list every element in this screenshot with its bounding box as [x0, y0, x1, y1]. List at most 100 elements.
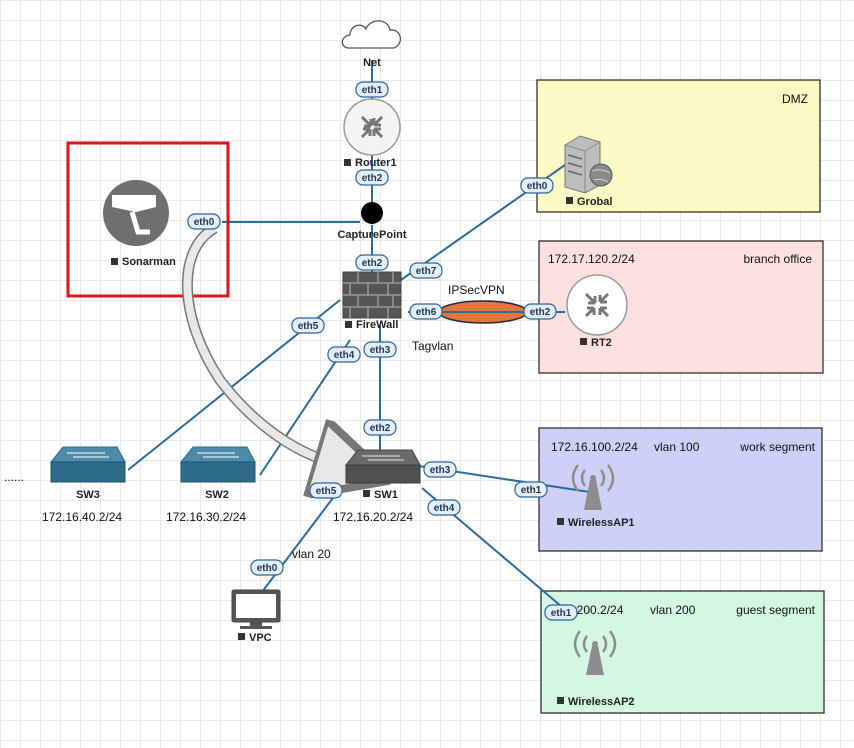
port-label: eth2: [362, 258, 383, 269]
port-label: eth5: [316, 486, 337, 497]
work-segment-vlan: vlan 100: [654, 440, 700, 454]
status-square: [566, 197, 573, 204]
port-label: eth1: [362, 85, 383, 96]
sonarman-node[interactable]: Sonarman: [103, 180, 176, 268]
port-label: eth1: [551, 608, 572, 619]
port-fw-eth5[interactable]: eth5: [291, 317, 325, 334]
capture-point-icon: [361, 202, 383, 224]
sw2-label: SW2: [205, 489, 229, 501]
port-fw-eth3[interactable]: eth3: [363, 341, 397, 358]
net-node[interactable]: Net: [341, 20, 401, 69]
sw1-label: SW1: [374, 489, 398, 501]
port-sonarman-eth0[interactable]: eth0: [187, 213, 221, 230]
capturepoint-label: CapturePoint: [337, 229, 406, 241]
wirelessap1-node[interactable]: WirelessAP1: [557, 464, 635, 529]
wirelessap2-node[interactable]: WirelessAP2: [557, 630, 635, 708]
port-grobal-eth0[interactable]: eth0: [520, 177, 554, 194]
status-square: [557, 697, 564, 704]
sw1-subnet: 172.16.20.2/24: [333, 510, 413, 524]
sw3-node[interactable]: SW3 172.16.40.2/24: [42, 446, 126, 524]
port-net-eth1[interactable]: eth1: [355, 81, 389, 98]
branch-office-title: branch office: [744, 252, 813, 266]
vpc-vlan: vlan 20: [292, 547, 331, 561]
mirror-arrow: [183, 224, 330, 462]
status-square: [363, 490, 370, 497]
capturepoint-node[interactable]: CapturePoint: [337, 202, 407, 241]
guest-segment-zone: 16.200.2/24 vlan 200 guest segment: [540, 590, 825, 714]
port-label: eth5: [298, 321, 319, 332]
work-segment-zone: 172.16.100.2/24 vlan 100 work segment: [538, 427, 823, 552]
server-icon: [564, 135, 613, 194]
wirelessap2-label: WirelessAP2: [568, 696, 635, 708]
port-fw-eth6[interactable]: eth6: [409, 303, 443, 320]
port-label: eth6: [416, 307, 437, 318]
more-switches-ellipsis: ......: [4, 470, 24, 484]
cloud-icon: [341, 20, 401, 49]
work-segment-title: work segment: [739, 440, 815, 454]
dmz-zone-title: DMZ: [782, 92, 808, 106]
router1-node[interactable]: Router1: [343, 98, 401, 169]
branch-office-subnet: 172.17.120.2/24: [548, 252, 635, 266]
wireless-icon: [573, 630, 617, 675]
camera-icon: [103, 180, 169, 246]
port-sw1-eth4[interactable]: eth4: [427, 499, 461, 516]
status-square: [345, 321, 352, 328]
port-label: eth1: [521, 485, 542, 496]
sw3-subnet: 172.16.40.2/24: [42, 510, 122, 524]
grobal-label: Grobal: [577, 196, 612, 208]
tagvlan-label: Tagvlan: [412, 339, 453, 353]
port-label: eth4: [334, 350, 355, 361]
router1-label: Router1: [355, 157, 397, 169]
port-label: eth0: [194, 217, 215, 228]
guest-segment-vlan: vlan 200: [650, 603, 696, 617]
port-sw1-eth2[interactable]: eth2: [363, 419, 397, 436]
rt2-label: RT2: [591, 337, 612, 349]
switch-icon: [344, 449, 421, 484]
sw1-node[interactable]: SW1 172.16.20.2/24: [333, 449, 421, 524]
port-ap1-eth1[interactable]: eth1: [514, 481, 548, 498]
wirelessap1-label: WirelessAP1: [568, 517, 635, 529]
status-square: [557, 518, 564, 525]
port-vpc-eth0[interactable]: eth0: [250, 559, 284, 576]
status-square: [238, 633, 245, 640]
port-sw1-eth3[interactable]: eth3: [423, 461, 457, 478]
port-label: eth2: [530, 307, 551, 318]
port-label: eth2: [370, 423, 391, 434]
status-square: [111, 258, 118, 265]
sw3-label: SW3: [76, 489, 100, 501]
port-label: eth3: [370, 345, 391, 356]
port-label: eth4: [434, 503, 455, 514]
work-segment-subnet: 172.16.100.2/24: [551, 440, 638, 454]
port-fw-eth2[interactable]: eth2: [355, 254, 389, 271]
port-label: eth0: [527, 181, 548, 192]
port-fw-eth4[interactable]: eth4: [327, 346, 361, 363]
highlight-box: [66, 141, 230, 298]
router-icon: [343, 98, 401, 156]
firewall-icon: [342, 271, 402, 319]
port-label: eth7: [416, 266, 437, 277]
port-sw1-eth5[interactable]: eth5: [309, 482, 343, 499]
wireless-icon: [571, 464, 615, 510]
port-fw-eth7[interactable]: eth7: [409, 262, 443, 279]
router-icon: [566, 274, 628, 336]
port-r1-eth2[interactable]: eth2: [355, 169, 389, 186]
net-label: Net: [363, 57, 381, 69]
firewall-node[interactable]: FireWall: [342, 271, 402, 331]
mirror-arrow-outline: [182, 223, 332, 468]
port-label: eth0: [257, 563, 278, 574]
port-label: eth2: [362, 173, 383, 184]
firewall-label: FireWall: [356, 319, 398, 331]
sw2-node[interactable]: SW2 172.16.30.2/24: [166, 446, 256, 524]
rt2-node[interactable]: RT2: [566, 274, 628, 349]
port-label: eth3: [430, 465, 451, 476]
status-square: [580, 338, 587, 345]
switch-icon: [49, 446, 126, 483]
grobal-node[interactable]: Grobal: [564, 135, 613, 208]
port-rt2-eth2[interactable]: eth2: [523, 303, 557, 320]
guest-segment-title: guest segment: [736, 603, 815, 617]
vpc-node[interactable]: VPC vlan 20: [231, 547, 331, 644]
sonarman-label: Sonarman: [122, 256, 176, 268]
port-ap2-eth1[interactable]: eth1: [544, 604, 578, 621]
monitor-icon: [231, 589, 281, 629]
sw2-subnet: 172.16.30.2/24: [166, 510, 246, 524]
